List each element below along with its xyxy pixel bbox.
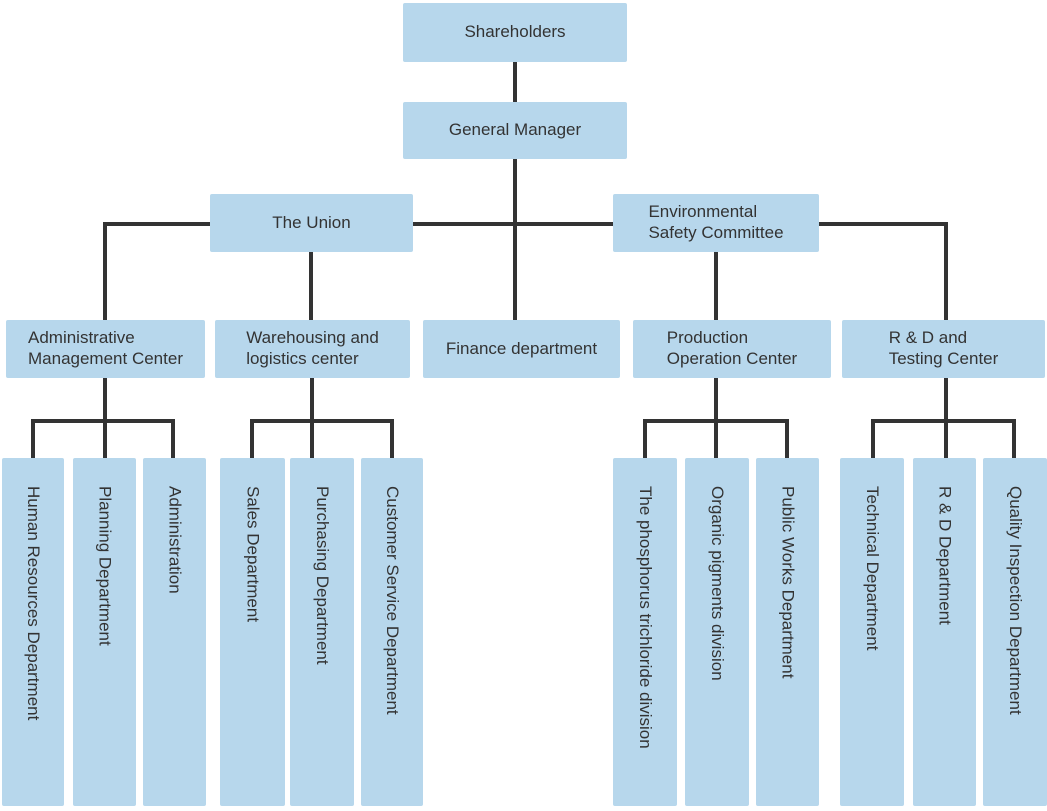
- node-label: Administration: [165, 486, 185, 594]
- connector: [643, 419, 647, 458]
- connector: [643, 419, 789, 423]
- node-label: Quality Inspection Department: [1006, 486, 1025, 715]
- node-customer-service-department: Customer Service Department: [361, 458, 423, 806]
- node-purchasing-department: Purchasing Department: [290, 458, 354, 806]
- connector: [250, 419, 254, 458]
- node-administrative-management-center: Administrative Management Center: [6, 320, 205, 378]
- node-label: Finance department: [445, 338, 598, 358]
- node-public-works-department: Public Works Department: [756, 458, 819, 806]
- node-sales-department: Sales Department: [220, 458, 285, 806]
- node-label: Sales Department: [243, 486, 263, 623]
- connector: [944, 222, 948, 320]
- node-label: R & D Department: [935, 486, 955, 625]
- node-shareholders: Shareholders: [403, 3, 627, 62]
- connector: [714, 252, 718, 320]
- connector: [944, 378, 948, 458]
- connector: [309, 252, 313, 320]
- node-label: Planning Department: [95, 486, 115, 646]
- node-label: General Manager: [448, 120, 582, 140]
- node-label: Shareholders: [464, 22, 566, 42]
- node-the-union: The Union: [210, 194, 413, 252]
- node-label: Public Works Department: [778, 486, 798, 679]
- node-administration: Administration: [143, 458, 206, 806]
- node-label: The phosphorus trichloride division: [636, 486, 655, 749]
- node-rd-testing-center: R & D and Testing Center: [842, 320, 1045, 378]
- node-rd-department: R & D Department: [913, 458, 976, 806]
- connector: [171, 419, 175, 458]
- node-phosphorus-trichloride-division: The phosphorus trichloride division: [613, 458, 677, 806]
- node-warehousing-logistics-center: Warehousing and logistics center: [215, 320, 410, 378]
- node-label: Organic pigments division: [708, 486, 727, 681]
- node-general-manager: General Manager: [403, 102, 627, 159]
- connector: [513, 159, 517, 320]
- node-label: Warehousing and logistics center: [246, 328, 379, 368]
- connector: [871, 419, 1016, 423]
- connector: [390, 419, 394, 458]
- node-label: Environmental Safety Committee: [648, 202, 784, 242]
- connector: [31, 419, 175, 423]
- node-label: Technical Department: [863, 486, 882, 651]
- node-label: Production Operation Center: [666, 328, 798, 368]
- connector: [103, 378, 107, 458]
- node-label: Purchasing Department: [313, 486, 332, 665]
- node-organic-pigments-division: Organic pigments division: [685, 458, 749, 806]
- node-environmental-safety-committee: Environmental Safety Committee: [613, 194, 819, 252]
- connector: [105, 222, 948, 226]
- connector: [31, 419, 35, 458]
- node-label: Administrative Management Center: [28, 328, 183, 368]
- node-technical-department: Technical Department: [840, 458, 904, 806]
- node-quality-inspection-department: Quality Inspection Department: [983, 458, 1047, 806]
- node-finance-department: Finance department: [423, 320, 620, 378]
- connector: [785, 419, 789, 458]
- node-label: Customer Service Department: [383, 486, 402, 715]
- node-planning-department: Planning Department: [73, 458, 136, 806]
- node-label: The Union: [272, 212, 351, 232]
- connector: [1012, 419, 1016, 458]
- node-human-resources-department: Human Resources Department: [2, 458, 64, 806]
- connector: [714, 378, 718, 458]
- connector: [250, 419, 394, 423]
- node-label: Human Resources Department: [24, 486, 43, 721]
- connector: [310, 378, 314, 458]
- connector: [513, 62, 517, 102]
- connector: [871, 419, 875, 458]
- node-production-operation-center: Production Operation Center: [633, 320, 831, 378]
- node-label: R & D and Testing Center: [888, 328, 999, 368]
- connector: [103, 222, 107, 320]
